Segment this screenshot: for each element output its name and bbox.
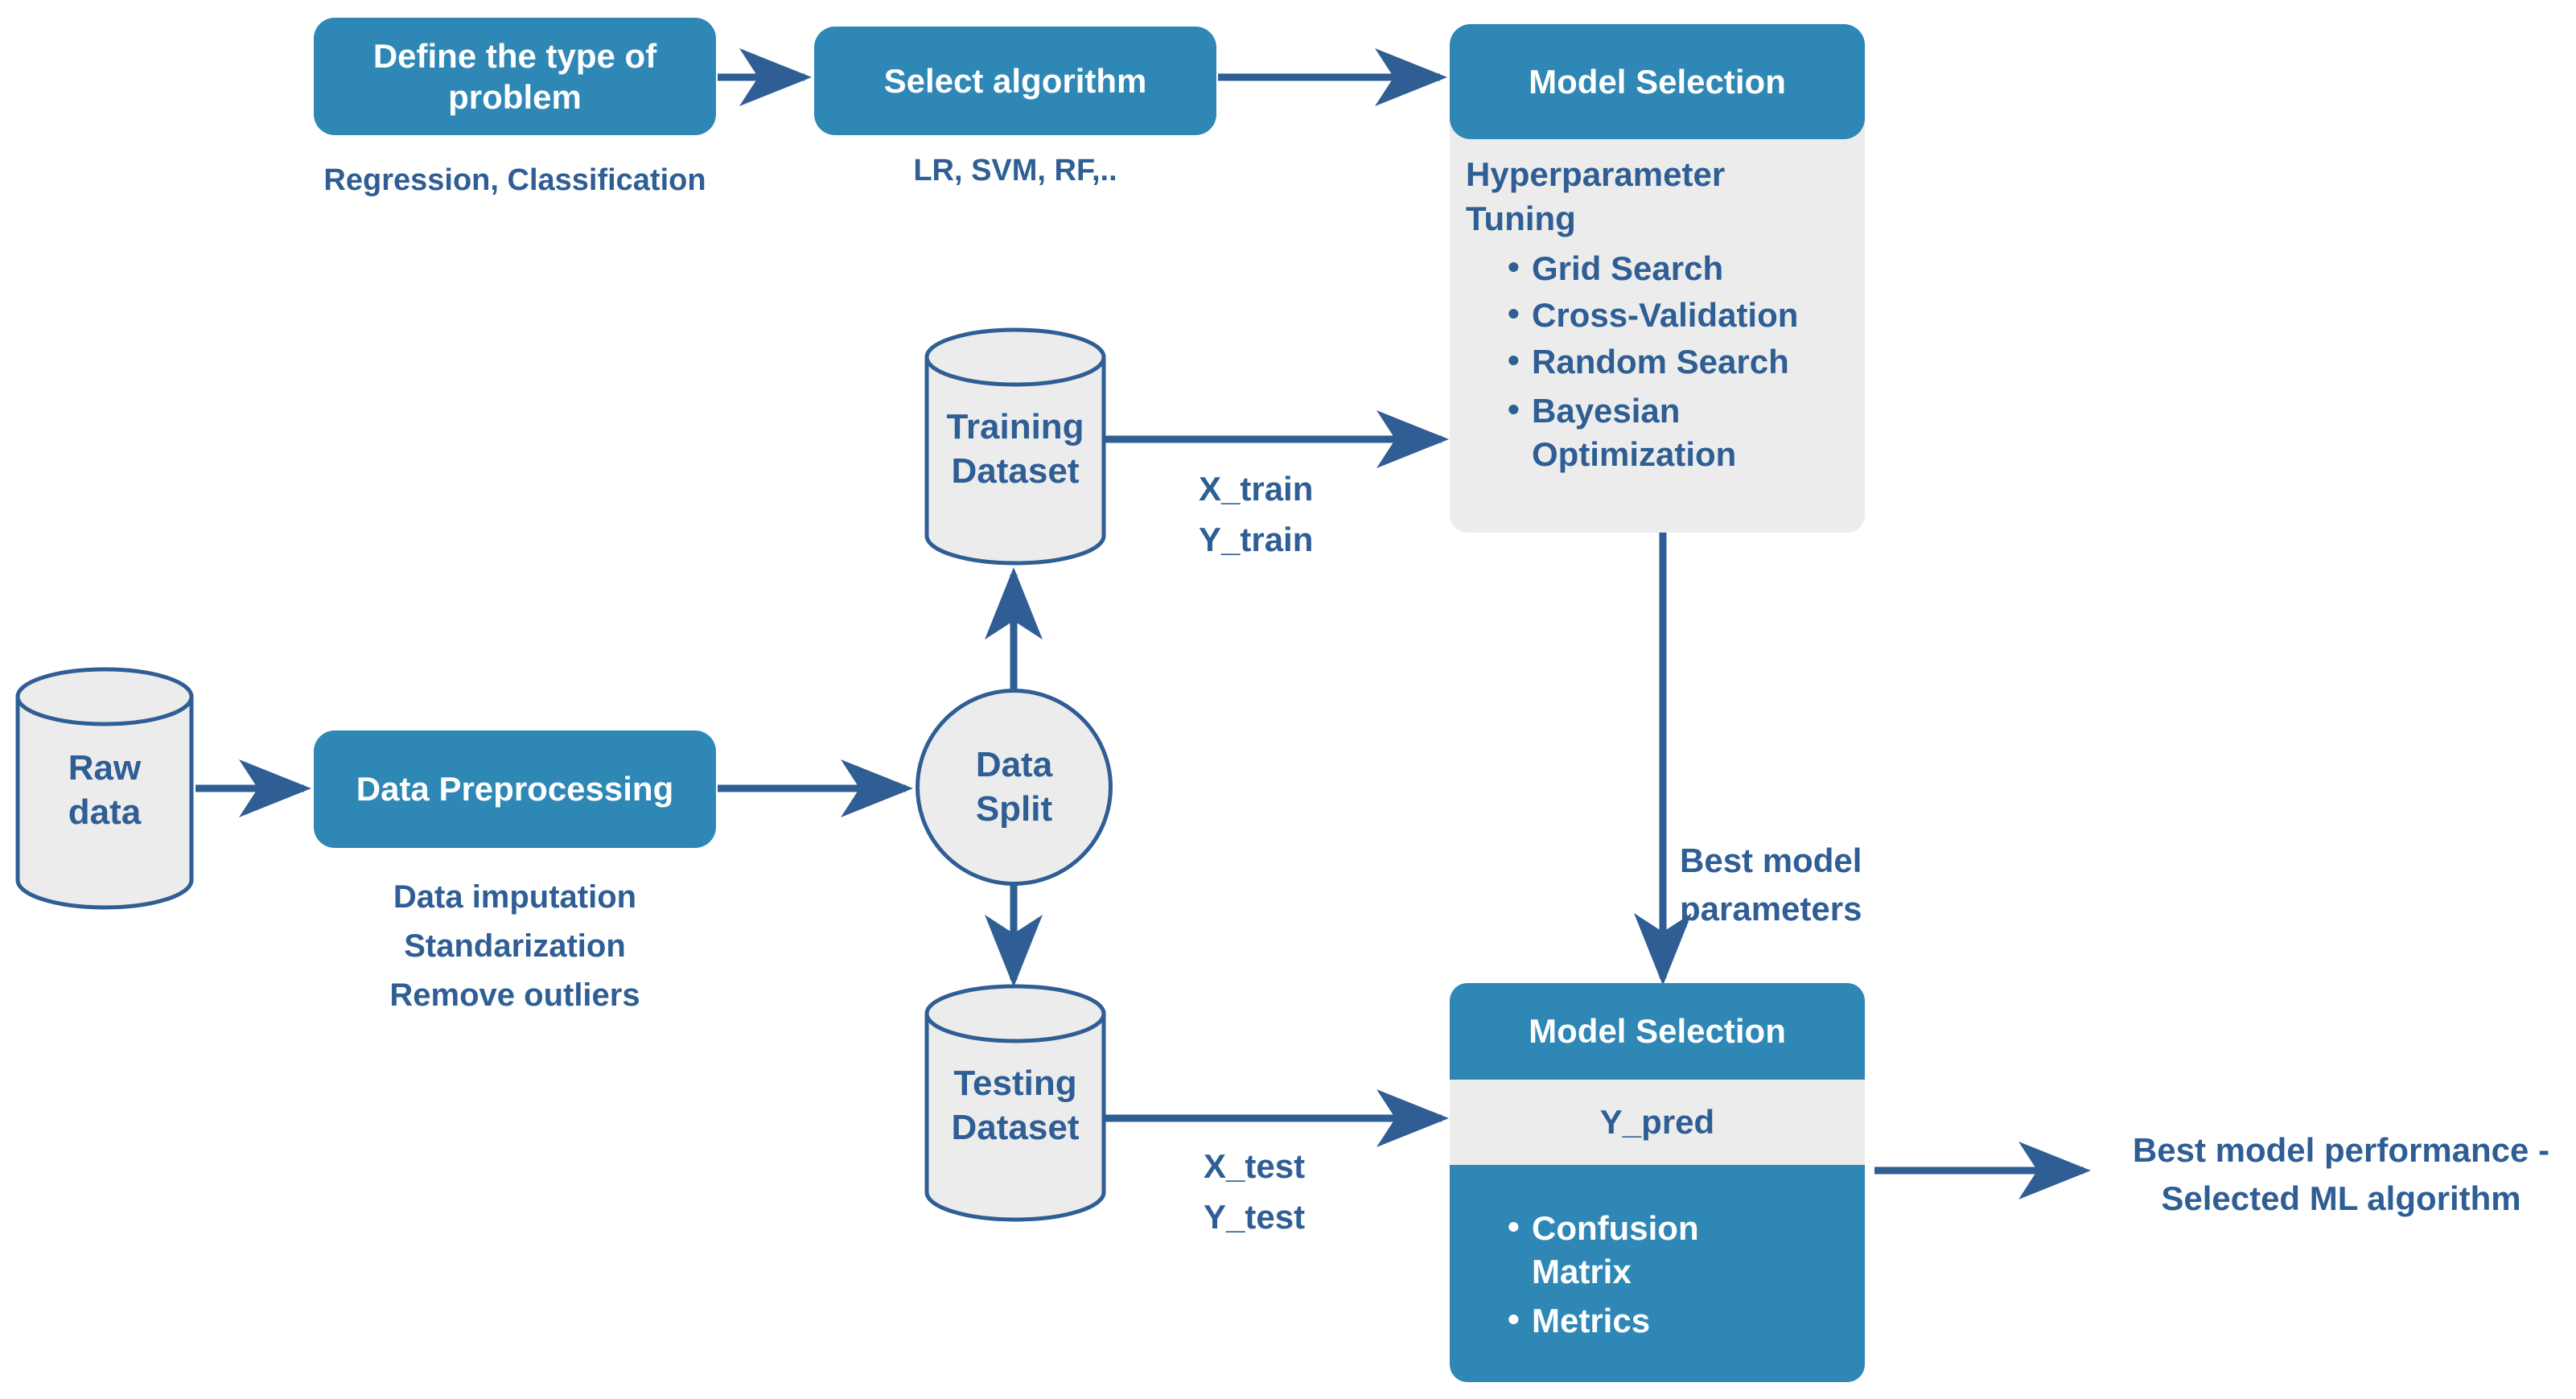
node-define-problem[interactable]: Define the type of problem (314, 18, 716, 135)
data-preprocessing-caption: Data imputation Standarization Remove ou… (314, 873, 716, 1019)
node-data-preprocessing[interactable]: Data Preprocessing (314, 730, 716, 848)
cylinder-shape (924, 327, 1106, 566)
select-algorithm-caption: LR, SVM, RF,.. (814, 151, 1216, 191)
y-pred-label: Y_pred (1599, 1102, 1715, 1141)
output-item-confusion-matrix: Confusion Matrix (1532, 1209, 1699, 1290)
preprocessing-caption-line2: Standarization (404, 928, 626, 964)
hp-item-grid-search: Grid Search (1532, 249, 1724, 287)
hyperparameter-tuning-heading: Hyperparameter Tuning (1466, 153, 1812, 241)
training-dataset-label: Training Dataset (924, 405, 1107, 493)
select-algorithm-caption-text: LR, SVM, RF,.. (913, 154, 1117, 187)
define-problem-caption-text: Regression, Classification (323, 163, 706, 197)
model-output-list: Confusion Matrix Metrics (1495, 1205, 1870, 1348)
list-item: Bayesian Optimization (1508, 388, 1773, 476)
training-dataset-line2: Dataset (951, 451, 1080, 491)
final-output-line1: Best model performance - (2132, 1131, 2550, 1169)
node-testing-dataset[interactable]: Testing Dataset (924, 983, 1107, 1223)
define-problem-caption: Regression, Classification (285, 161, 745, 200)
best-params-line2: parameters (1680, 889, 1862, 928)
testing-dataset-label: Testing Dataset (924, 1062, 1107, 1150)
model-selection-bottom-label: Model Selection (1529, 1012, 1786, 1050)
raw-data-line2: data (68, 792, 142, 832)
list-item: Cross-Validation (1508, 294, 1918, 335)
edge-label-train-split: X_train Y_train (1199, 463, 1472, 565)
final-output-line2: Selected ML algorithm (2161, 1179, 2521, 1217)
node-select-algorithm[interactable]: Select algorithm (814, 27, 1216, 135)
train-split-line1: X_train (1199, 470, 1314, 508)
model-selection-bottom-header: Model Selection (1450, 983, 1865, 1080)
list-item: Grid Search (1508, 248, 1918, 288)
list-item: Metrics (1508, 1300, 1870, 1340)
list-item: Confusion Matrix (1508, 1205, 1757, 1294)
testing-dataset-line2: Dataset (951, 1107, 1080, 1147)
edge-label-final-output: Best model performance - Selected ML alg… (2100, 1126, 2576, 1222)
list-item: Random Search (1508, 341, 1918, 381)
raw-data-label: Raw data (14, 747, 195, 834)
preprocessing-caption-line1: Data imputation (393, 879, 637, 915)
data-split-line2: Split (975, 788, 1053, 829)
data-split-label: Data Split (976, 743, 1052, 831)
train-split-line2: Y_train (1199, 521, 1314, 558)
select-algorithm-label: Select algorithm (883, 61, 1147, 100)
raw-data-line1: Raw (68, 748, 142, 788)
preprocessing-caption-line3: Remove outliers (389, 977, 640, 1013)
test-split-line1: X_test (1204, 1147, 1306, 1185)
hyperparameter-tuning-list: Grid Search Cross-Validation Random Sear… (1495, 248, 1918, 484)
training-dataset-line1: Training (946, 407, 1084, 446)
testing-dataset-line1: Testing (953, 1064, 1077, 1103)
node-model-selection-top[interactable]: Model Selection (1450, 24, 1865, 139)
edge-label-test-split: X_test Y_test (1204, 1141, 1477, 1242)
node-training-dataset[interactable]: Training Dataset (924, 327, 1107, 566)
data-preprocessing-label: Data Preprocessing (356, 770, 674, 809)
model-selection-top-label: Model Selection (1529, 62, 1786, 101)
hp-item-random-search: Random Search (1532, 343, 1789, 381)
data-split-line1: Data (975, 744, 1053, 784)
node-data-split[interactable]: Data Split (916, 689, 1113, 886)
define-problem-label: Define the type of problem (372, 36, 657, 116)
hp-item-bayesian-optimization: Bayesian Optimization (1532, 392, 1737, 473)
cylinder-shape (15, 667, 194, 910)
edge-label-best-params: Best model parameters (1680, 837, 2002, 932)
output-item-metrics: Metrics (1532, 1301, 1651, 1339)
test-split-line2: Y_test (1204, 1198, 1306, 1236)
hp-item-cross-validation: Cross-Validation (1532, 296, 1799, 334)
node-raw-data[interactable]: Raw data (14, 666, 195, 911)
best-params-line1: Best model (1680, 841, 1862, 879)
hyperparameter-tuning-heading-text: Hyperparameter Tuning (1466, 155, 1726, 237)
y-pred-band: Y_pred (1450, 1080, 1865, 1165)
cylinder-shape (924, 984, 1106, 1222)
